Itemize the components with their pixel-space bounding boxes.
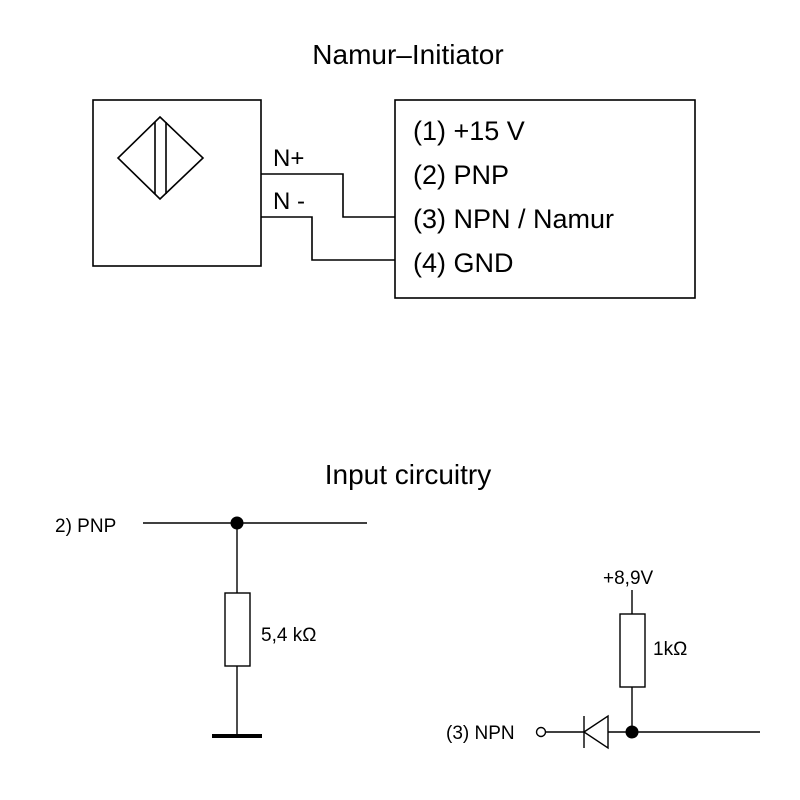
npn-resistor-label: 1kΩ — [653, 639, 687, 660]
namur-title: Namur–Initiator — [312, 39, 503, 70]
pnp-circuit: 2) PNP 5,4 kΩ — [55, 516, 367, 738]
wire-n-plus — [261, 173, 395, 218]
terminal-box — [394, 99, 696, 299]
wire-label-n-minus: N - — [273, 188, 305, 215]
pnp-resistor-label: 5,4 kΩ — [261, 625, 316, 646]
terminal-1-label: (1) +15 V — [413, 116, 525, 146]
input-title: Input circuitry — [325, 459, 492, 490]
wire-n-minus — [261, 216, 395, 261]
npn-supply-label: +8,9V — [603, 568, 654, 589]
pnp-resistor — [224, 592, 251, 667]
input-section: Input circuitry 2) PNP 5,4 kΩ +8,9V 1kΩ … — [55, 459, 760, 750]
terminal-4-label: (4) GND — [413, 248, 514, 278]
wire-label-n-plus: N+ — [273, 145, 304, 172]
proximity-sensor-icon — [116, 115, 205, 201]
npn-input-terminal — [535, 726, 547, 738]
npn-resistor — [619, 613, 646, 688]
terminal-2-label: (2) PNP — [413, 160, 509, 190]
diode-icon — [582, 714, 609, 750]
npn-input-label: (3) NPN — [446, 723, 515, 744]
terminal-3-label: (3) NPN / Namur — [413, 204, 614, 234]
pnp-input-label: 2) PNP — [55, 516, 116, 537]
namur-section: Namur–Initiator N+ N - (1) +15 V (2) PNP… — [92, 39, 696, 299]
npn-circuit: +8,9V 1kΩ (3) NPN — [446, 568, 760, 750]
sensor-box — [92, 99, 262, 267]
